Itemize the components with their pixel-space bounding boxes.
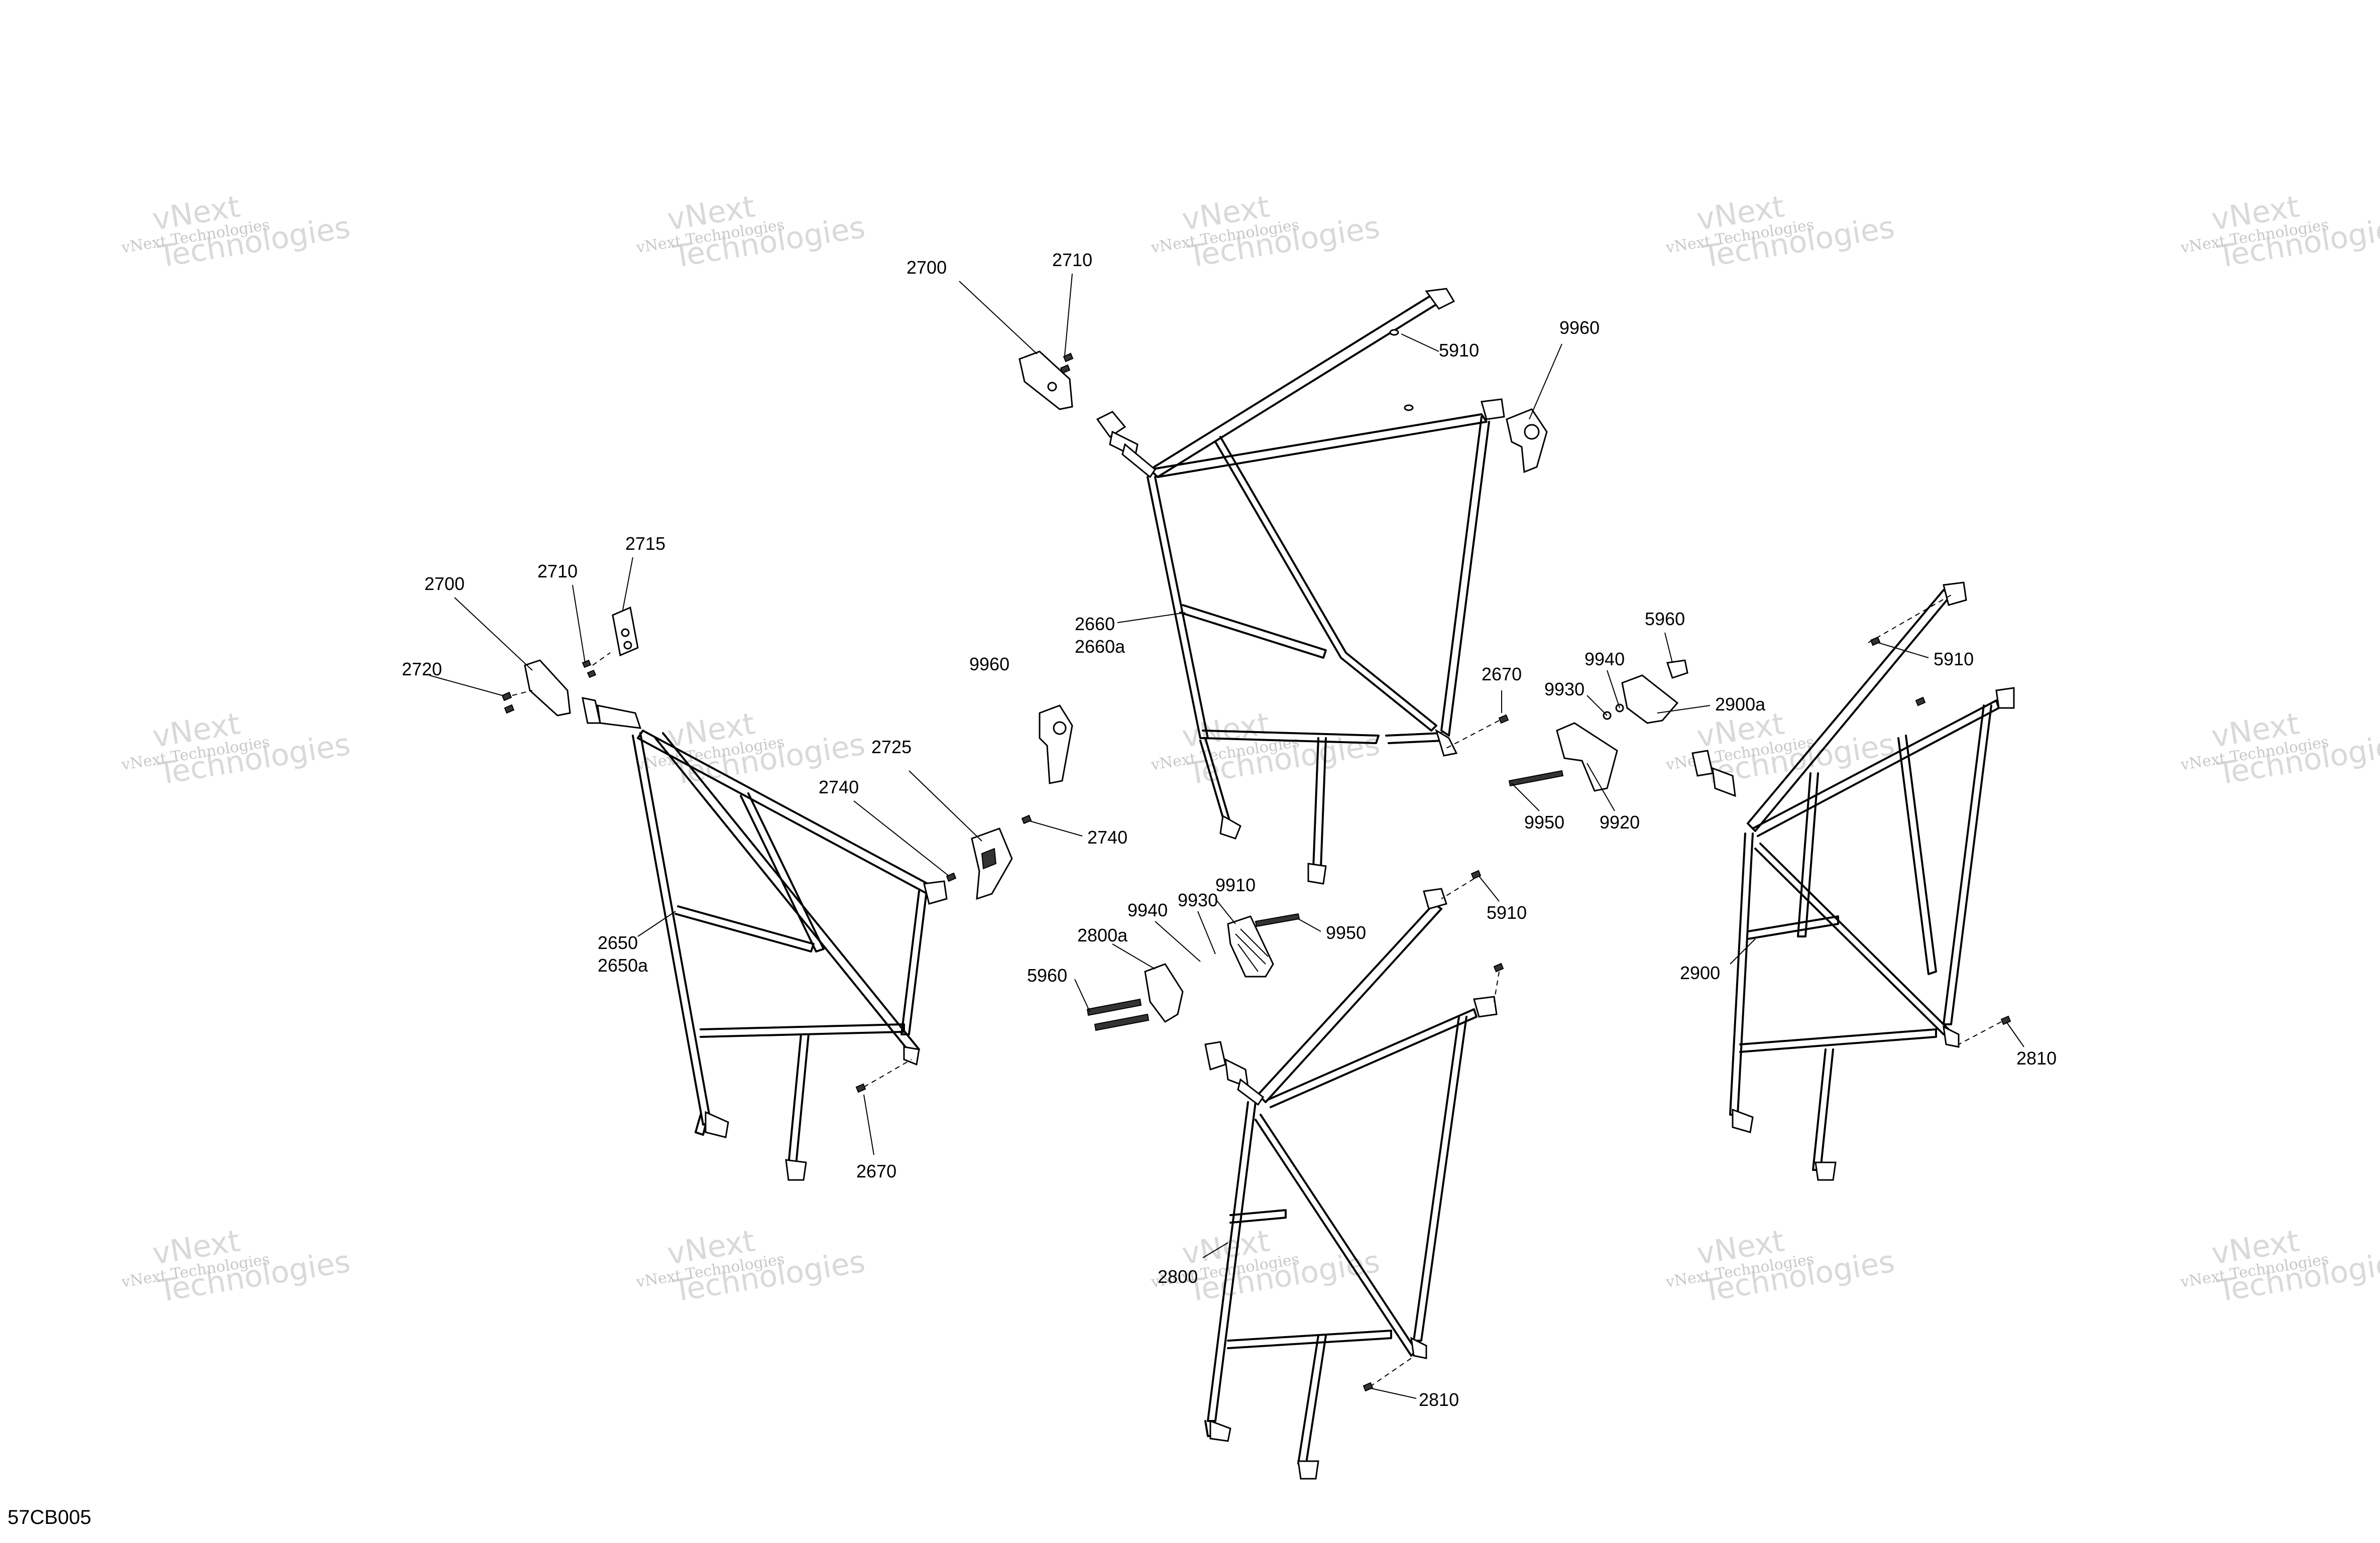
door-frame-2900 [1691,581,2015,1181]
watermark: vNext Technologies vNext Technologies [1664,189,1897,275]
door-frame-2650 [582,697,948,1181]
callout-5910: 5910 [1439,340,1479,361]
callout-9930: 9930 [1178,890,1218,910]
callout-9930: 9930 [1544,679,1584,699]
screw-2710-top [1060,352,1074,374]
watermark: vNext Technologies vNext Technologies [2179,706,2380,792]
bracket-2800a [1144,963,1184,1023]
screws-misc [855,636,2011,1392]
callout-2650a: 2650a [598,955,648,976]
plate-2715 [612,606,639,657]
bracket-2725 [971,827,1013,900]
callout-5960: 5960 [1645,609,1685,629]
watermark: vNext Technologies vNext Technologies [1664,1223,1897,1309]
callout-labels: 2700 2710 5910 9960 2660 2660a 2670 2715… [402,250,2057,1410]
bolt-9950-mid [1255,913,1300,927]
hinge-2700-left [524,659,571,717]
callout-9940: 9940 [1584,649,1625,669]
watermark: vNext Technologies vNext Technologies [635,1223,868,1309]
callout-9940: 9940 [1127,900,1168,920]
callout-2740: 2740 [1087,827,1127,848]
callout-2670: 2670 [856,1161,896,1181]
callout-2700: 2700 [906,257,947,278]
callout-2800a: 2800a [1077,925,1128,945]
pad-9910 [1227,915,1274,978]
watermark: vNext Technologies vNext Technologies [2179,189,2380,275]
callout-2810: 2810 [2016,1048,2057,1069]
door-frame-2660 [1096,288,1505,885]
bracket-2900a [1621,659,1688,724]
screws-2740 [946,814,1032,882]
callout-2810: 2810 [1419,1389,1459,1410]
watermark: vNext Technologies vNext Technologies [120,1223,353,1309]
callout-2800: 2800 [1158,1266,1198,1287]
washers-9930-9940-right [1603,703,1624,720]
callout-9960: 9960 [1559,317,1600,338]
callout-2700: 2700 [424,573,465,594]
callout-2660: 2660 [1075,614,1115,634]
callout-2740: 2740 [819,777,859,797]
callout-2720: 2720 [402,659,442,679]
leader-lines [429,273,2024,1399]
callout-2725: 2725 [871,737,912,757]
callout-9950: 9950 [1326,922,1366,943]
callout-9950: 9950 [1524,812,1564,833]
door-frame-2800 [1204,888,1498,1480]
callout-5910: 5910 [1487,902,1527,923]
callout-9920: 9920 [1600,812,1640,833]
latch-9960-mid [1039,704,1073,784]
callout-5960: 5960 [1027,965,1067,986]
watermark: vNext Technologies vNext Technologies [120,189,353,275]
callout-2710: 2710 [1052,250,1092,270]
watermark: vNext Technologies vNext Technologies [1150,1223,1383,1309]
watermark: vNext Technologies vNext Technologies [1150,189,1383,275]
callout-2650: 2650 [598,932,638,953]
callout-2670: 2670 [1482,664,1522,684]
callout-9960: 9960 [969,654,1009,674]
bolt-5960-mid [1086,998,1150,1031]
callout-5910: 5910 [1934,649,1974,669]
watermark: vNext Technologies vNext Technologies [1150,706,1383,792]
watermark: vNext Technologies vNext Technologies [635,189,868,275]
bolt-9950-right [1508,770,1564,787]
latch-9960-top [1506,408,1548,473]
callout-2660a: 2660a [1075,636,1125,657]
watermark: vNext Technologies vNext Technologies [2179,1223,2380,1309]
plate-9920 [1556,722,1618,792]
hinge-2700-top [1018,350,1073,410]
callout-2710: 2710 [537,561,578,581]
callout-2900: 2900 [1680,963,1720,983]
drawing-code: 57CB005 [8,1506,91,1528]
watermarks: vNext Technologies vNext Technologies vN… [120,189,2380,1309]
callout-2900a: 2900a [1715,694,1766,715]
watermark: vNext Technologies vNext Technologies [120,706,353,792]
callout-2715: 2715 [625,533,665,554]
callout-9910: 9910 [1215,875,1256,895]
